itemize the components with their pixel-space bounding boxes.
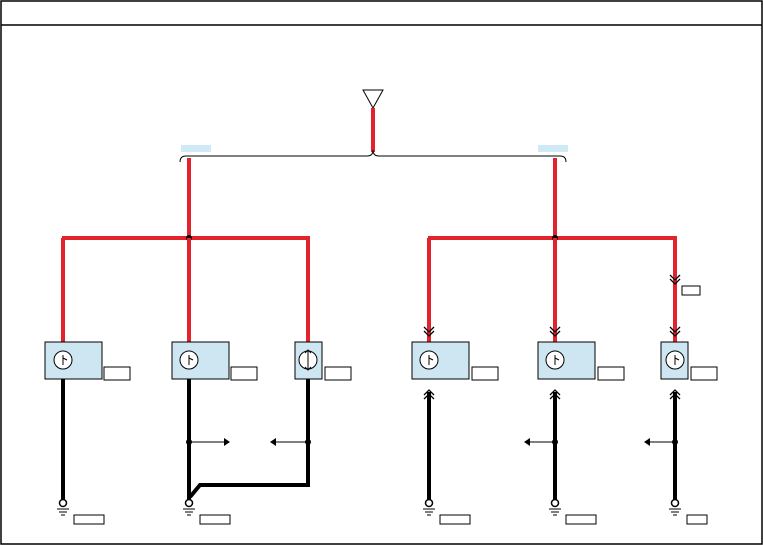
tap-arrow-3 <box>270 438 276 446</box>
component-tag-1 <box>103 366 131 381</box>
ground-icon <box>423 498 435 516</box>
ground-tag-5 <box>565 514 597 525</box>
ground-icon <box>549 498 561 516</box>
lamp-2 <box>171 341 230 380</box>
connector-4-icon <box>423 326 435 337</box>
component-tag-6 <box>690 366 718 381</box>
ground-tag-2 <box>199 514 231 525</box>
lamp-1 <box>44 341 103 380</box>
splice-bracket <box>179 149 567 163</box>
ground-wire-3 <box>188 379 310 499</box>
connector-6-upper-icon <box>669 274 681 285</box>
ground-icon <box>183 498 195 516</box>
component-tag-3 <box>324 366 352 381</box>
ground-tag-1 <box>73 514 105 525</box>
ground-tag-6 <box>686 514 708 525</box>
fuse-tag-left <box>181 145 211 152</box>
lamp-5 <box>537 341 596 380</box>
connector-5-icon <box>549 326 561 337</box>
tap-arrow-6 <box>644 438 650 446</box>
ground-tag-4 <box>439 514 471 525</box>
tap-arrow-2 <box>224 438 230 446</box>
ground-icon <box>57 498 69 516</box>
component-tag-2 <box>230 366 258 381</box>
ground-icon <box>669 498 681 516</box>
tap-arrow-5 <box>524 438 530 446</box>
power-source-icon <box>362 89 384 110</box>
lamp-4 <box>411 341 470 380</box>
connector-tag-6 <box>681 285 701 296</box>
component-tag-5 <box>597 366 625 381</box>
lamp-3 <box>294 341 323 380</box>
component-tag-4 <box>471 366 499 381</box>
fuse-tag-right <box>538 145 568 152</box>
connector-6-lower-icon <box>669 326 681 337</box>
lamp-6 <box>660 341 689 380</box>
